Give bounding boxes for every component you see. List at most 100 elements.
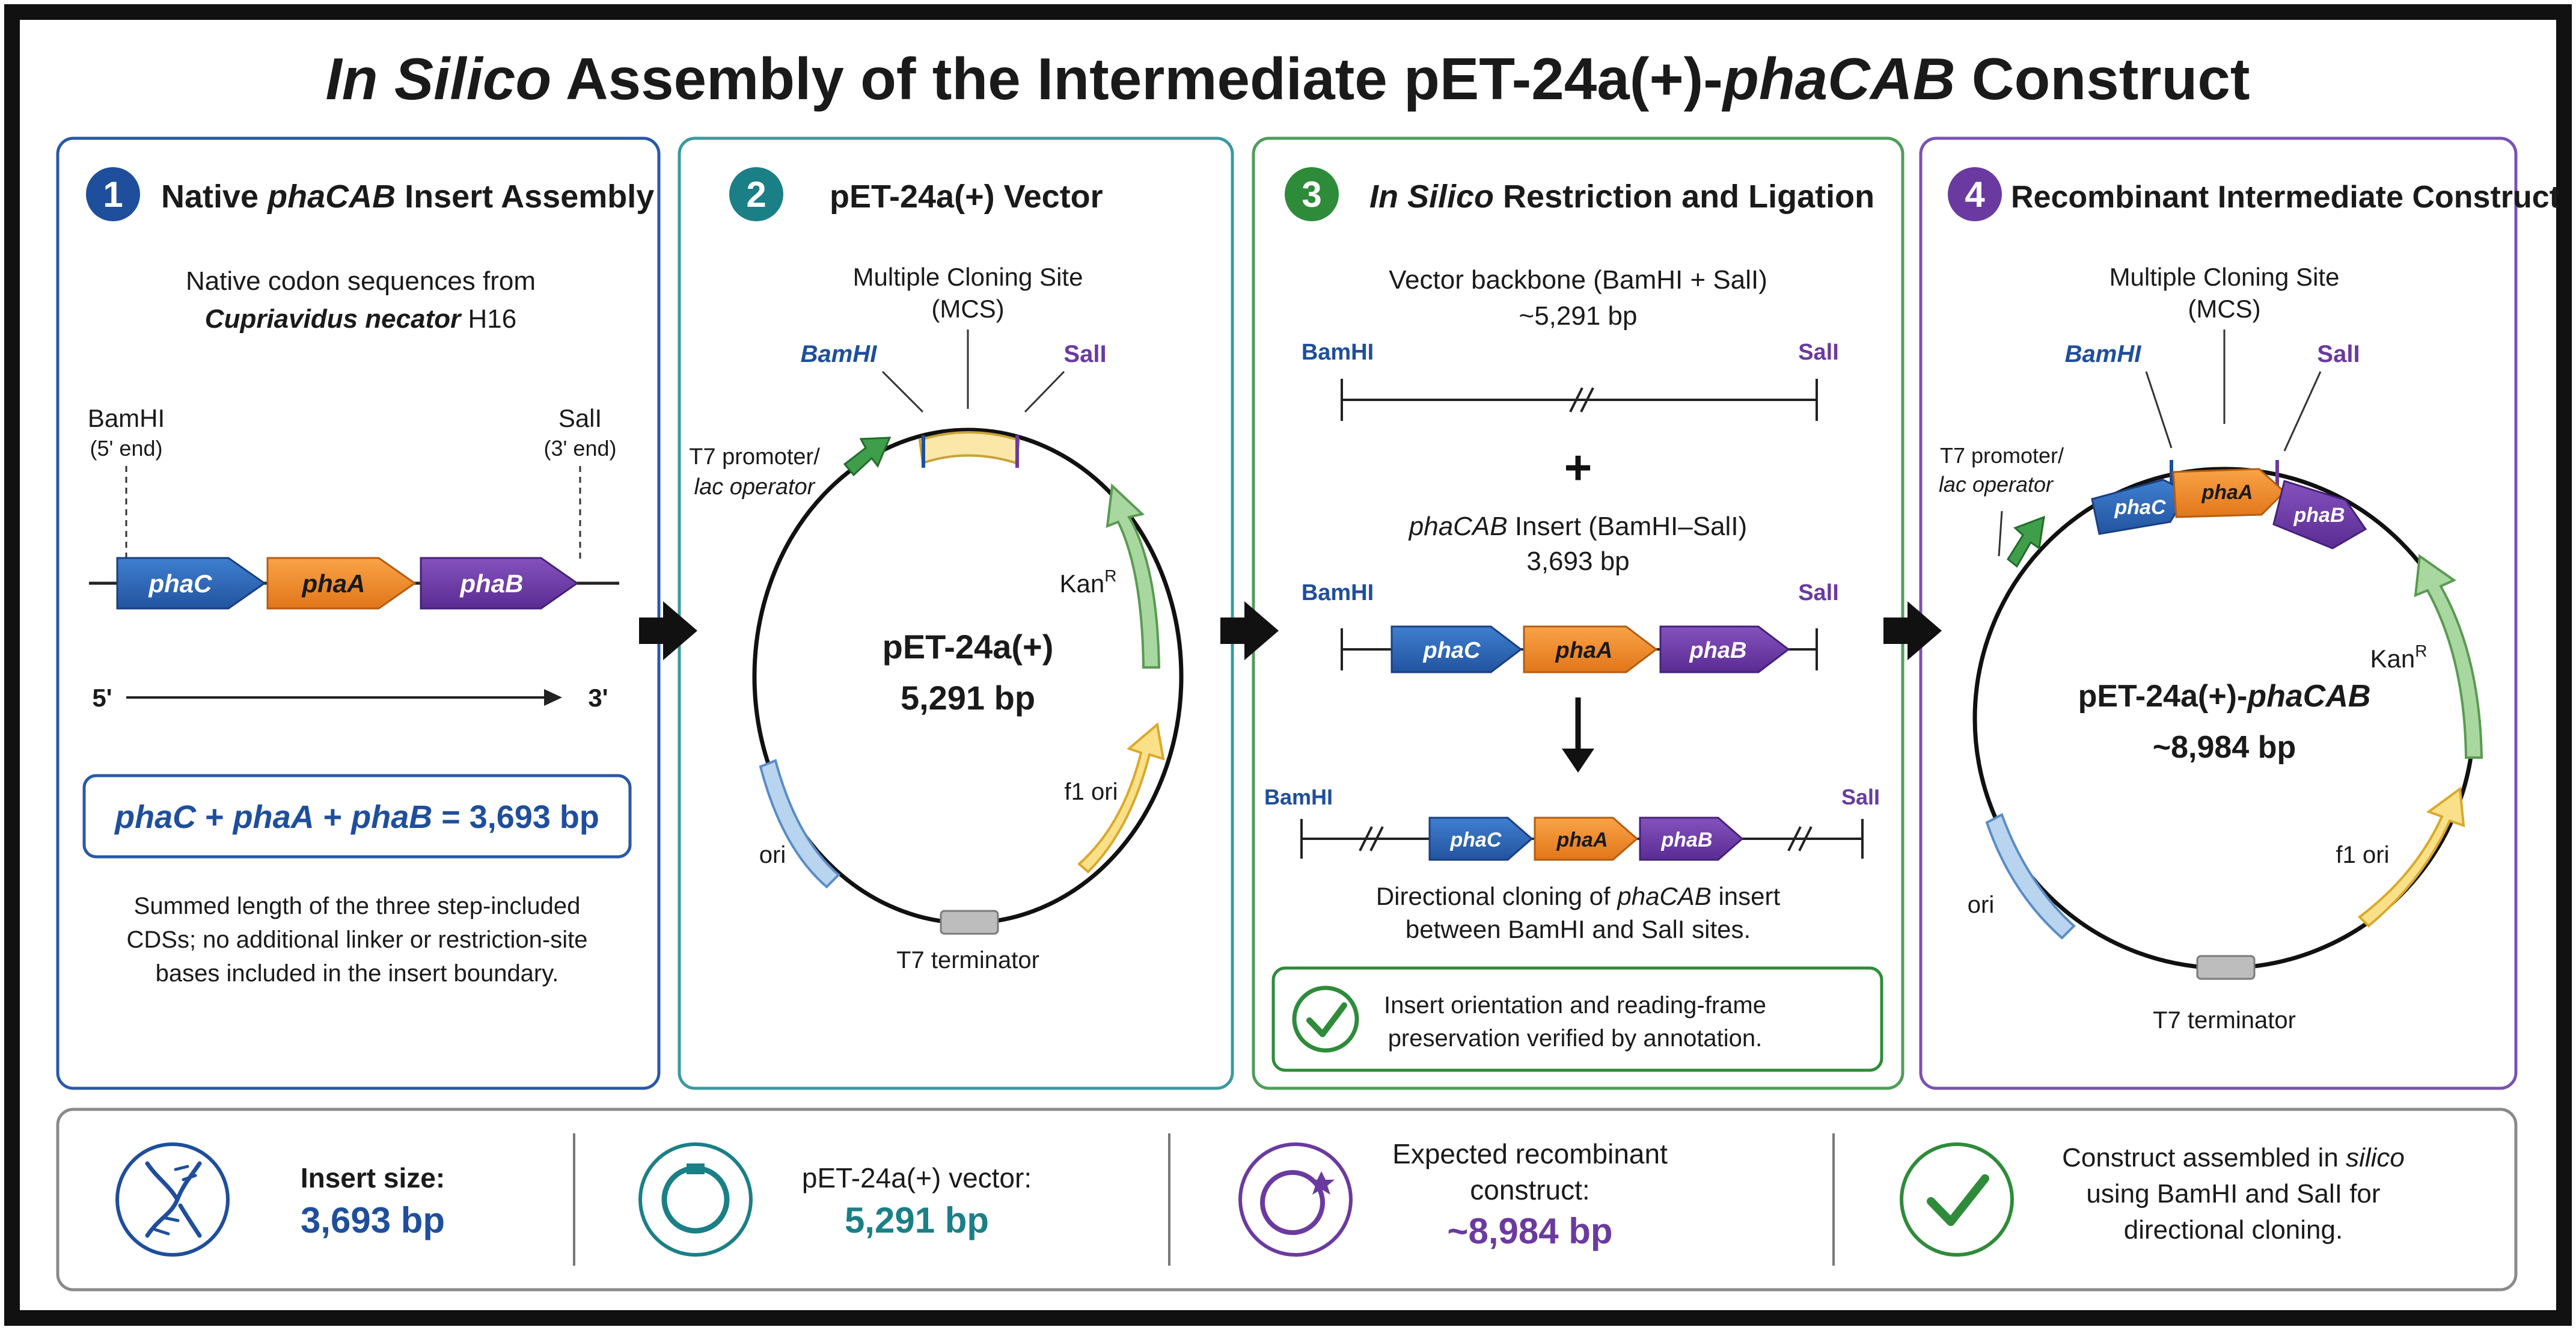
insert-note-line2: CDSs; no additional linker or restrictio…: [127, 927, 588, 953]
plasmid-name-2: pET-24a(+): [883, 628, 1054, 666]
sali-label-3a: SalI: [1798, 340, 1839, 365]
construct-label-line1: Expected recombinant: [1392, 1138, 1668, 1169]
directional-line1: Directional cloning of phaCAB insert: [1376, 882, 1781, 910]
f1-label-2: f1 ori: [1065, 779, 1118, 805]
verify-box: [1271, 966, 1883, 1072]
insert-note-line1: Summed length of the three step-included: [134, 893, 581, 919]
panel-3-heading: In Silico Restriction and Ligation: [1369, 179, 1874, 215]
direction-arrowhead: [544, 689, 562, 706]
insert-size-3: 3,693 bp: [1526, 547, 1629, 576]
plasmid-name-4: pET-24a(+)-phaCAB: [2078, 679, 2371, 714]
phac-gene-3c: [1428, 817, 1534, 861]
t7-promoter-arrow-2: [843, 437, 892, 477]
phac-label: phaC: [148, 569, 213, 598]
panel-2-heading: pET-24a(+) Vector: [830, 179, 1103, 215]
phab-gene-3c: [1639, 817, 1744, 861]
t7-terminator-2: [940, 910, 999, 935]
backbone-label-line1: Vector backbone (BamHI + SalI): [1389, 265, 1767, 295]
vector-ring-mark: [687, 1163, 705, 1174]
recomb-break-l1: [1359, 826, 1373, 851]
bamhi-label-3b: BamHI: [1302, 580, 1374, 605]
sali-label: SalI: [558, 404, 602, 432]
bamhi-leader-2: [881, 370, 924, 413]
down-arrowhead: [1562, 749, 1594, 773]
directional-line2: between BamHI and SalI sites.: [1406, 915, 1751, 943]
phac-label-3c: phaC: [1450, 829, 1502, 851]
sali-label-2: SalI: [1063, 341, 1106, 367]
ori-label-4: ori: [1968, 892, 1994, 918]
step-4-number: 4: [1965, 174, 1985, 215]
bamhi-label-3c: BamHI: [1264, 785, 1333, 809]
panel-4-heading: Recombinant Intermediate Construct: [2011, 180, 2560, 215]
vector-size-label: pET-24a(+) vector:: [802, 1162, 1032, 1194]
phac-label-4: phaC: [2114, 496, 2166, 519]
bamhi-leader-4: [2145, 371, 2173, 449]
plus-sign: +: [1564, 441, 1592, 494]
construct-ring-icon: [1260, 1170, 1325, 1235]
insert-sum-text: phaC + phaA + phaB = 3,693 bp: [114, 799, 599, 835]
bamhi-label-2: BamHI: [801, 341, 878, 367]
insert-sum-box: [82, 774, 632, 859]
t7-leader-4: [1998, 510, 2003, 557]
plasmid-size-4: ~8,984 bp: [2153, 730, 2296, 765]
panel-4: 4 Recombinant Intermediate Construct Mul…: [1939, 167, 2560, 1034]
sali-label-4: SalI: [2317, 341, 2360, 367]
panel-2: 2 pET-24a(+) Vector Multiple Cloning Sit…: [689, 167, 1184, 973]
assembled-check-icon: [1927, 1174, 1989, 1226]
phab-label-3c: phaB: [1661, 829, 1713, 851]
phac-gene: [116, 557, 266, 610]
t7-label-line2-4: lac operator: [1939, 472, 2054, 497]
ori-region-4: [1985, 813, 2076, 940]
insert-label-3: phaCAB Insert (BamHI–SalI): [1408, 512, 1747, 541]
sali-label-3c: SalI: [1841, 785, 1880, 809]
assembled-check-circle-icon: [1900, 1142, 2014, 1257]
phab-gene-3: [1659, 625, 1790, 673]
sali-label-3b: SalI: [1798, 580, 1839, 605]
insert-size-value: 3,693 bp: [301, 1200, 445, 1240]
step-4-badge: [1948, 167, 2002, 221]
step-3-badge: [1285, 167, 1339, 221]
kanr-label-4: KanR: [2370, 642, 2428, 673]
t7-label-line1-2: T7 promoter/: [689, 444, 820, 470]
verify-line1: Insert orientation and reading-frame: [1384, 992, 1766, 1019]
t7-terminator-label-2: T7 terminator: [896, 947, 1039, 973]
three-prime-label: 3': [588, 684, 608, 712]
kanr-gene-4: [2414, 554, 2483, 759]
t7-terminator-label-4: T7 terminator: [2153, 1007, 2296, 1034]
panel-1-subtitle-line1: Native codon sequences from: [186, 266, 536, 296]
mcs-label-line2: (MCS): [931, 295, 1004, 323]
dna-icon-circle: [115, 1142, 230, 1257]
phaa-gene-4: [2172, 468, 2286, 518]
mcs-label-line2-4: (MCS): [2188, 295, 2260, 323]
assembled-line3: directional cloning.: [2124, 1215, 2343, 1245]
phac-label-3: phaC: [1423, 638, 1481, 663]
f1-ori-2: [1077, 722, 1165, 874]
phab-gene-4: [2272, 480, 2367, 550]
phab-gene: [420, 557, 579, 610]
mcs-label-line1: Multiple Cloning Site: [853, 263, 1083, 291]
backbone-break-1: [1569, 387, 1583, 412]
phaa-gene-3: [1523, 625, 1658, 673]
phaa-label-3c: phaA: [1556, 829, 1608, 851]
t7-promoter-arrow-4: [2007, 515, 2045, 568]
ori-region-2: [759, 759, 840, 889]
flow-arrow-1: [639, 601, 697, 660]
phaa-gene-3c: [1534, 817, 1639, 861]
step-3-number: 3: [1302, 174, 1321, 215]
phac-gene-3: [1390, 625, 1523, 673]
vector-icon-circle: [638, 1142, 753, 1257]
backbone-label-line2: ~5,291 bp: [1519, 301, 1638, 331]
insert-note-line3: bases included in the insert boundary.: [156, 960, 559, 987]
verify-line2: preservation verified by annotation.: [1388, 1025, 1763, 1052]
t7-label-line2-2: lac operator: [694, 474, 816, 500]
five-prime-label: 5': [92, 684, 112, 712]
construct-star-icon: [1308, 1171, 1335, 1195]
kanr-gene-2: [1106, 483, 1161, 669]
kanr-label-2: KanR: [1060, 566, 1117, 598]
flow-arrow-2: [1220, 601, 1279, 660]
recomb-break-r2: [1798, 826, 1813, 851]
panel-1: 1 Native phaCAB Insert Assembly Native c…: [82, 167, 654, 987]
insert-size-label: Insert size:: [301, 1162, 445, 1194]
f1-ori-4: [2357, 786, 2465, 928]
t7-label-line1-4: T7 promoter/: [1940, 443, 2064, 468]
